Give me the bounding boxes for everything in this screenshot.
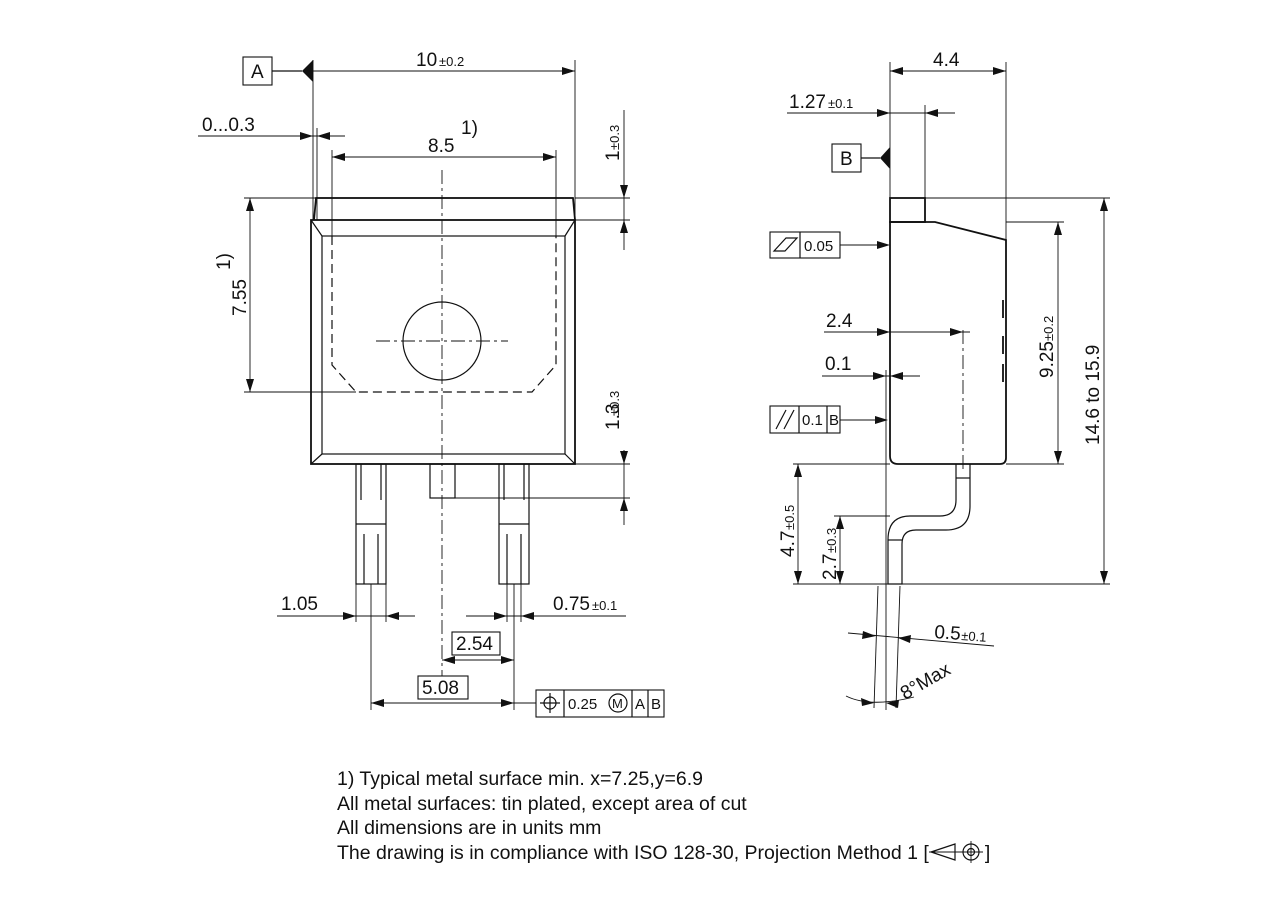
metal-height-value: 7.55 — [230, 279, 251, 316]
datum-b-label: B — [840, 149, 853, 170]
note-line-4-text: The drawing is in compliance with ISO 12… — [337, 841, 929, 864]
parallel-symbol-icon — [775, 409, 787, 430]
flatness-symbol-icon — [772, 237, 799, 252]
note-line-3: All dimensions are in units mm — [337, 817, 602, 839]
depth-value: 4.4 — [933, 50, 960, 71]
tab-height-tol: ±0.3 — [607, 125, 622, 150]
lead-center — [429, 463, 456, 499]
svg-text:0.05: 0.05 — [804, 238, 833, 255]
lead-left — [355, 463, 387, 585]
lead-width-value: 1.05 — [281, 594, 318, 615]
lead-thick-tol: ±0.1 — [961, 628, 987, 645]
angle-value: 8°Max — [897, 659, 955, 704]
metal-width-note: 1) — [461, 118, 478, 139]
lead-right — [498, 463, 530, 585]
svg-text:M: M — [612, 696, 623, 711]
span-value: 5.08 — [422, 678, 459, 699]
lead-standoff-value: 1.3 — [603, 404, 624, 430]
note-line-4: The drawing is in compliance with ISO 12… — [337, 840, 1237, 866]
tab-height-value: 1 — [603, 150, 624, 161]
width-value: 10 — [416, 50, 437, 71]
lead-thickness-value: 0.75 — [553, 594, 590, 615]
tab-thickness-value: 1.27 — [789, 92, 826, 113]
lead-length-tol: ±0.5 — [782, 505, 797, 530]
svg-text:A: A — [635, 696, 645, 713]
width-tol: ±0.2 — [439, 54, 464, 69]
pitch-value: 2.54 — [456, 634, 493, 655]
parallelism-fcf: 0.1 B — [769, 405, 841, 434]
side-view: 4.4 1.27 ±0.1 B 0.05 9.25 ±0.2 — [769, 50, 1110, 710]
pitch-box — [451, 631, 501, 656]
overall-height-value: 14.6 to 15.9 — [1083, 345, 1104, 445]
metal-height-note: 1) — [214, 253, 235, 270]
flatness-fcf: 0.05 — [769, 231, 841, 259]
position-fcf: 0.25 M A B — [535, 689, 665, 718]
body-inner-outline — [321, 235, 566, 455]
note-line-2: All metal surfaces: tin plated, except a… — [337, 792, 747, 815]
metal-surface-outline — [331, 236, 557, 393]
foot-length-value: 2.7 — [820, 554, 841, 580]
side-lead — [887, 464, 971, 585]
lead-offset-value: 2.4 — [826, 311, 853, 332]
body-outline — [310, 219, 576, 465]
projection-method-icon — [928, 840, 983, 863]
svg-text:B: B — [651, 696, 661, 713]
front-view: A 10 ±0.2 0...0.3 8.5 1) 1 ±0.3 — [198, 50, 665, 718]
offset-value: 0...0.3 — [202, 115, 255, 136]
body-height-value: 9.25 — [1037, 341, 1058, 378]
note-line-4-close: ] — [984, 841, 991, 864]
span-box — [417, 675, 469, 700]
note-line-1: 1) Typical metal surface min. x=7.25,y=6… — [337, 768, 703, 790]
notes-block: 1) Typical metal surface min. x=7.25,y=6… — [337, 767, 1237, 865]
lead-length-value: 4.7 — [778, 531, 799, 557]
foot-length-tol: ±0.3 — [824, 528, 839, 553]
datum-a-box — [242, 56, 273, 86]
top-tab — [313, 197, 576, 221]
body-height-tol: ±0.2 — [1041, 316, 1056, 341]
svg-text:0.25: 0.25 — [568, 696, 597, 713]
datum-a-label: A — [251, 62, 264, 83]
mmc-symbol-icon — [608, 693, 628, 713]
lead-thickness-tol: ±0.1 — [592, 598, 617, 613]
svg-text:0.1: 0.1 — [802, 412, 823, 429]
lead-standoff-tol: ±0.3 — [607, 391, 622, 416]
lead-thick-value: 0.5 — [934, 622, 962, 645]
tab-thickness-tol: ±0.1 — [828, 96, 853, 111]
side-body-outline — [889, 221, 1007, 465]
svg-text:B: B — [829, 412, 839, 429]
side-tab — [889, 197, 926, 223]
coplanarity-value: 0.1 — [825, 354, 851, 375]
metal-width-value: 8.5 — [428, 136, 454, 157]
